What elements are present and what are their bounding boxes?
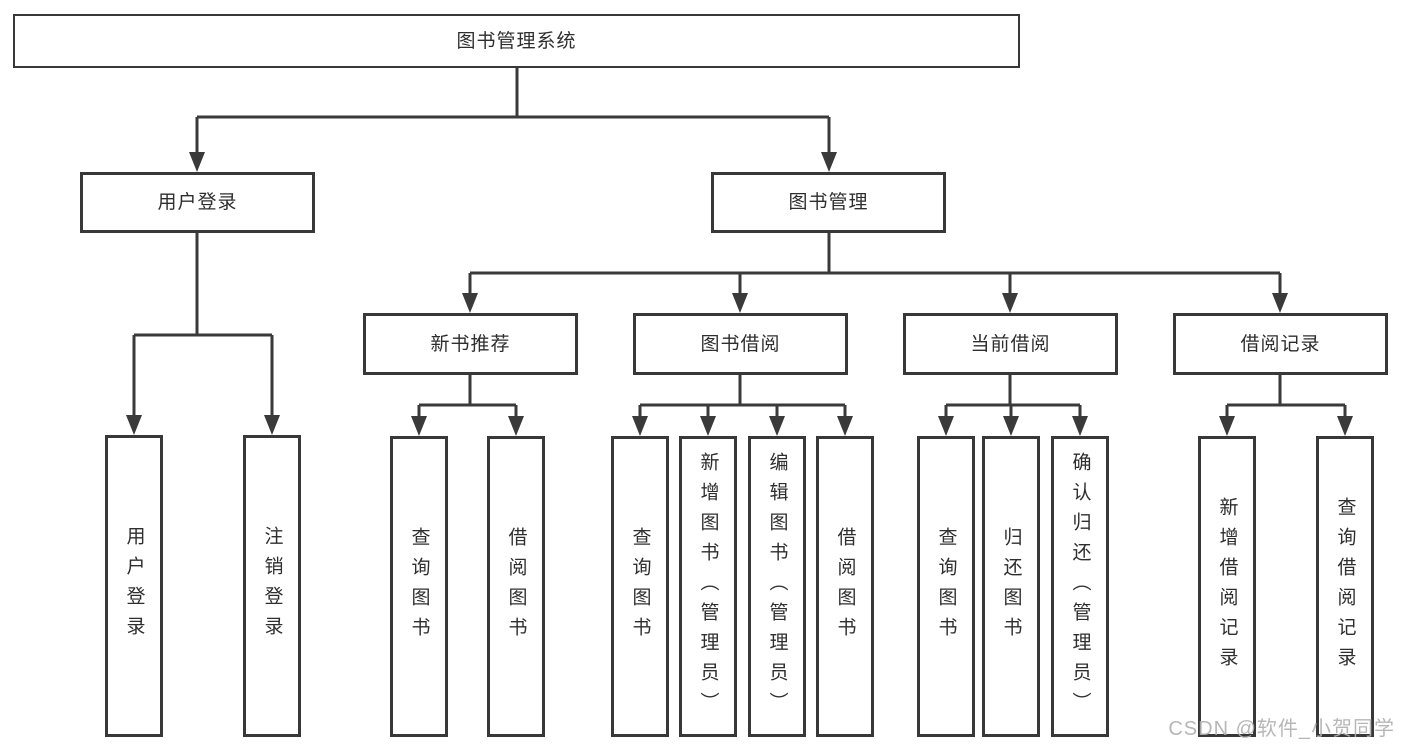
leaf-logout-label: 注销登录 — [261, 526, 283, 646]
node-user-login: 用户登录 — [80, 172, 315, 233]
leaf-edit-books-admin-label: 编辑图书（管理员） — [766, 451, 788, 722]
leaf-return-books: 归还图书 — [982, 436, 1040, 737]
leaf-query-books-1-label: 查询图书 — [408, 526, 430, 647]
connector-currentborrow-to-leaves — [938, 375, 1088, 436]
node-book-borrow: 图书借阅 — [633, 313, 848, 375]
leaf-query-borrow-record: 查询借阅记录 — [1316, 436, 1374, 737]
leaf-confirm-return-admin: 确认归还（管理员） — [1051, 436, 1109, 737]
node-root-system-label: 图书管理系统 — [456, 30, 577, 52]
leaf-borrow-books-1-label: 借阅图书 — [505, 526, 527, 647]
connector-bookmgmt-to-level3 — [462, 233, 1288, 313]
node-book-borrow-label: 图书借阅 — [700, 333, 781, 355]
leaf-edit-books-admin: 编辑图书（管理员） — [748, 436, 806, 737]
connector-borrowrecords-to-leaves — [1219, 375, 1353, 436]
node-current-borrow: 当前借阅 — [903, 313, 1118, 375]
leaf-add-borrow-record: 新增借阅记录 — [1198, 436, 1256, 737]
node-borrow-records-label: 借阅记录 — [1240, 333, 1321, 355]
leaf-user-login: 用户登录 — [105, 435, 163, 737]
leaf-query-books-2-label: 查询图书 — [629, 526, 651, 647]
leaf-return-books-label: 归还图书 — [1000, 526, 1022, 647]
node-user-login-label: 用户登录 — [157, 192, 238, 213]
leaf-query-books-2: 查询图书 — [611, 436, 669, 737]
node-borrow-records: 借阅记录 — [1173, 313, 1388, 375]
connector-bookborrow-to-leaves — [632, 375, 853, 436]
leaf-add-borrow-record-label: 新增借阅记录 — [1216, 496, 1238, 677]
leaf-add-books-admin: 新增图书（管理员） — [679, 436, 737, 737]
connector-userlogin-to-leaves — [126, 233, 280, 435]
leaf-query-books-1: 查询图书 — [390, 436, 448, 737]
node-book-management: 图书管理 — [711, 172, 946, 233]
node-new-book-recommend: 新书推荐 — [363, 313, 578, 375]
node-book-management-label: 图书管理 — [788, 192, 869, 213]
leaf-user-login-label: 用户登录 — [123, 526, 145, 646]
connector-newbook-to-leaves — [411, 375, 524, 436]
connector-root-to-level2 — [189, 68, 837, 172]
node-current-borrow-label: 当前借阅 — [970, 333, 1051, 355]
leaf-confirm-return-admin-label: 确认归还（管理员） — [1069, 451, 1091, 722]
csdn-watermark: CSDN @软件_小贺同学 — [1168, 718, 1395, 740]
node-root-system: 图书管理系统 — [13, 14, 1020, 68]
leaf-borrow-books-2-label: 借阅图书 — [834, 526, 856, 647]
leaf-query-books-3: 查询图书 — [917, 436, 975, 737]
node-new-book-recommend-label: 新书推荐 — [430, 333, 511, 355]
leaf-add-books-admin-label: 新增图书（管理员） — [697, 451, 719, 722]
leaf-logout: 注销登录 — [243, 435, 301, 737]
leaf-query-books-3-label: 查询图书 — [935, 526, 957, 647]
leaf-borrow-books-2: 借阅图书 — [816, 436, 874, 737]
leaf-borrow-books-1: 借阅图书 — [487, 436, 545, 737]
leaf-query-borrow-record-label: 查询借阅记录 — [1334, 496, 1356, 677]
